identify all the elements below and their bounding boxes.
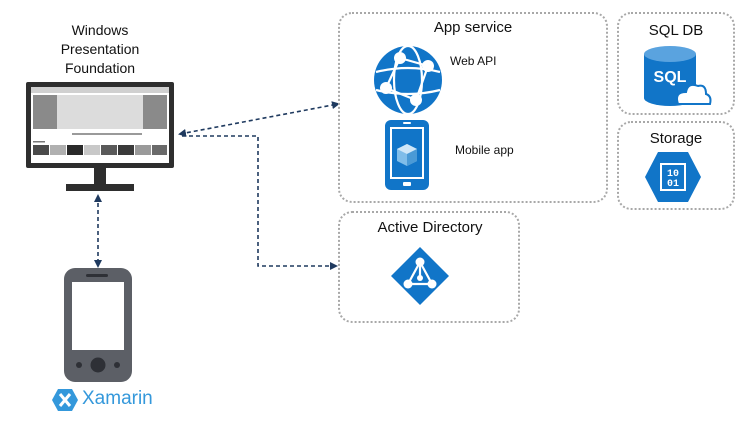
xamarin-label: Xamarin xyxy=(82,388,153,409)
app-service-box xyxy=(338,12,608,203)
storage-title: Storage xyxy=(649,130,703,147)
mobile-app-label: Mobile app xyxy=(455,143,514,157)
app-service-title: App service xyxy=(433,19,513,36)
sql-db-title: SQL DB xyxy=(648,22,704,39)
storage-icon: 10 01 xyxy=(645,152,701,202)
active-directory-title: Active Directory xyxy=(377,219,483,236)
active-directory-box xyxy=(338,211,520,323)
wpf-to-active-directory-connector xyxy=(182,135,338,270)
active-directory-icon xyxy=(391,247,449,305)
xamarin-logo-icon xyxy=(52,389,78,411)
globe-network-icon xyxy=(374,44,442,116)
wpf-to-app-service-connector xyxy=(178,101,340,137)
wpf-title-line3: Foundation xyxy=(64,60,136,76)
sql-db-box xyxy=(617,12,735,115)
storage-box xyxy=(617,121,735,210)
storage-icon-text-line2: 01 xyxy=(667,179,679,190)
storage-icon-text-line1: 10 xyxy=(667,169,679,180)
wpf-title-line1: Windows xyxy=(71,22,129,38)
sql-database-icon: SQL xyxy=(644,46,712,106)
monitor-icon xyxy=(26,82,174,191)
sql-icon-text: SQL xyxy=(654,69,687,86)
smartphone-icon xyxy=(64,268,132,382)
mobile-app-icon xyxy=(385,120,429,190)
wpf-title-line2: Presentation xyxy=(60,41,140,57)
web-api-label: Web API xyxy=(450,54,497,68)
